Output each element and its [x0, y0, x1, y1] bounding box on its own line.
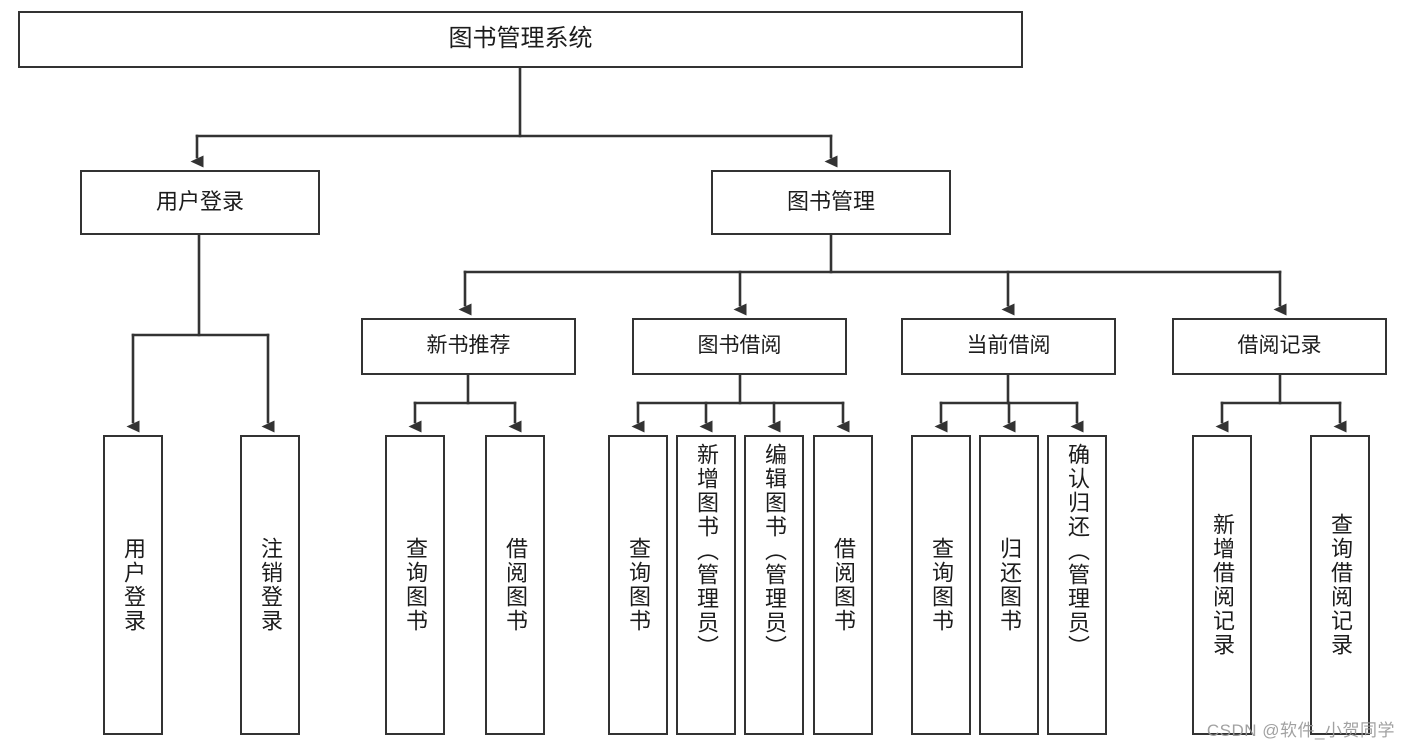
leaf-borrow-book-borrow[interactable]: 借阅图书	[813, 435, 873, 735]
node-borrow-record[interactable]: 借阅记录	[1172, 318, 1387, 375]
node-label: 新书推荐	[426, 334, 511, 358]
node-new-book-rec[interactable]: 新书推荐	[361, 318, 576, 375]
node-label: 用户登录	[121, 537, 146, 633]
leaf-borrow-book-recommend[interactable]: 借阅图书	[485, 435, 545, 735]
node-book-borrow[interactable]: 图书借阅	[632, 318, 847, 375]
node-label: 图书借阅	[697, 334, 782, 358]
leaf-logout-login[interactable]: 注销登录	[240, 435, 300, 735]
leaf-add-book-admin[interactable]: 新增图书（管理员）	[676, 435, 736, 735]
node-label: 归还图书	[997, 537, 1022, 633]
node-label: 用户登录	[155, 189, 244, 215]
leaf-query-book-current[interactable]: 查询图书	[911, 435, 971, 735]
node-label: 新增图书（管理员）	[694, 443, 719, 659]
node-label: 借阅图书	[503, 537, 528, 633]
node-label: 新增借阅记录	[1210, 513, 1235, 657]
leaf-query-borrow-record[interactable]: 查询借阅记录	[1310, 435, 1370, 735]
node-label: 图书管理	[786, 189, 875, 215]
node-book-manage[interactable]: 图书管理	[711, 170, 951, 235]
leaf-user-login[interactable]: 用户登录	[103, 435, 163, 735]
node-label: 借阅记录	[1237, 334, 1322, 358]
leaf-add-borrow-record[interactable]: 新增借阅记录	[1192, 435, 1252, 735]
csdn-watermark: CSDN @软件_小贺同学	[1206, 721, 1395, 740]
leaf-query-book-borrow[interactable]: 查询图书	[608, 435, 668, 735]
node-label: 查询借阅记录	[1328, 513, 1353, 657]
leaf-edit-book-admin[interactable]: 编辑图书（管理员）	[744, 435, 804, 735]
node-label: 查询图书	[403, 537, 428, 633]
node-root-system[interactable]: 图书管理系统	[18, 11, 1023, 68]
node-label: 查询图书	[626, 537, 651, 633]
node-current-borrow[interactable]: 当前借阅	[901, 318, 1116, 375]
node-user-login[interactable]: 用户登录	[80, 170, 320, 235]
node-label: 图书管理系统	[448, 25, 593, 53]
leaf-confirm-return-admin[interactable]: 确认归还（管理员）	[1047, 435, 1107, 735]
leaf-return-book[interactable]: 归还图书	[979, 435, 1039, 735]
node-label: 借阅图书	[831, 537, 856, 633]
node-label: 查询图书	[929, 537, 954, 633]
node-label: 注销登录	[258, 537, 283, 633]
node-label: 当前借阅	[966, 334, 1051, 358]
node-label: 确认归还（管理员）	[1065, 443, 1090, 659]
leaf-query-book-recommend[interactable]: 查询图书	[385, 435, 445, 735]
node-label: 编辑图书（管理员）	[762, 443, 787, 659]
